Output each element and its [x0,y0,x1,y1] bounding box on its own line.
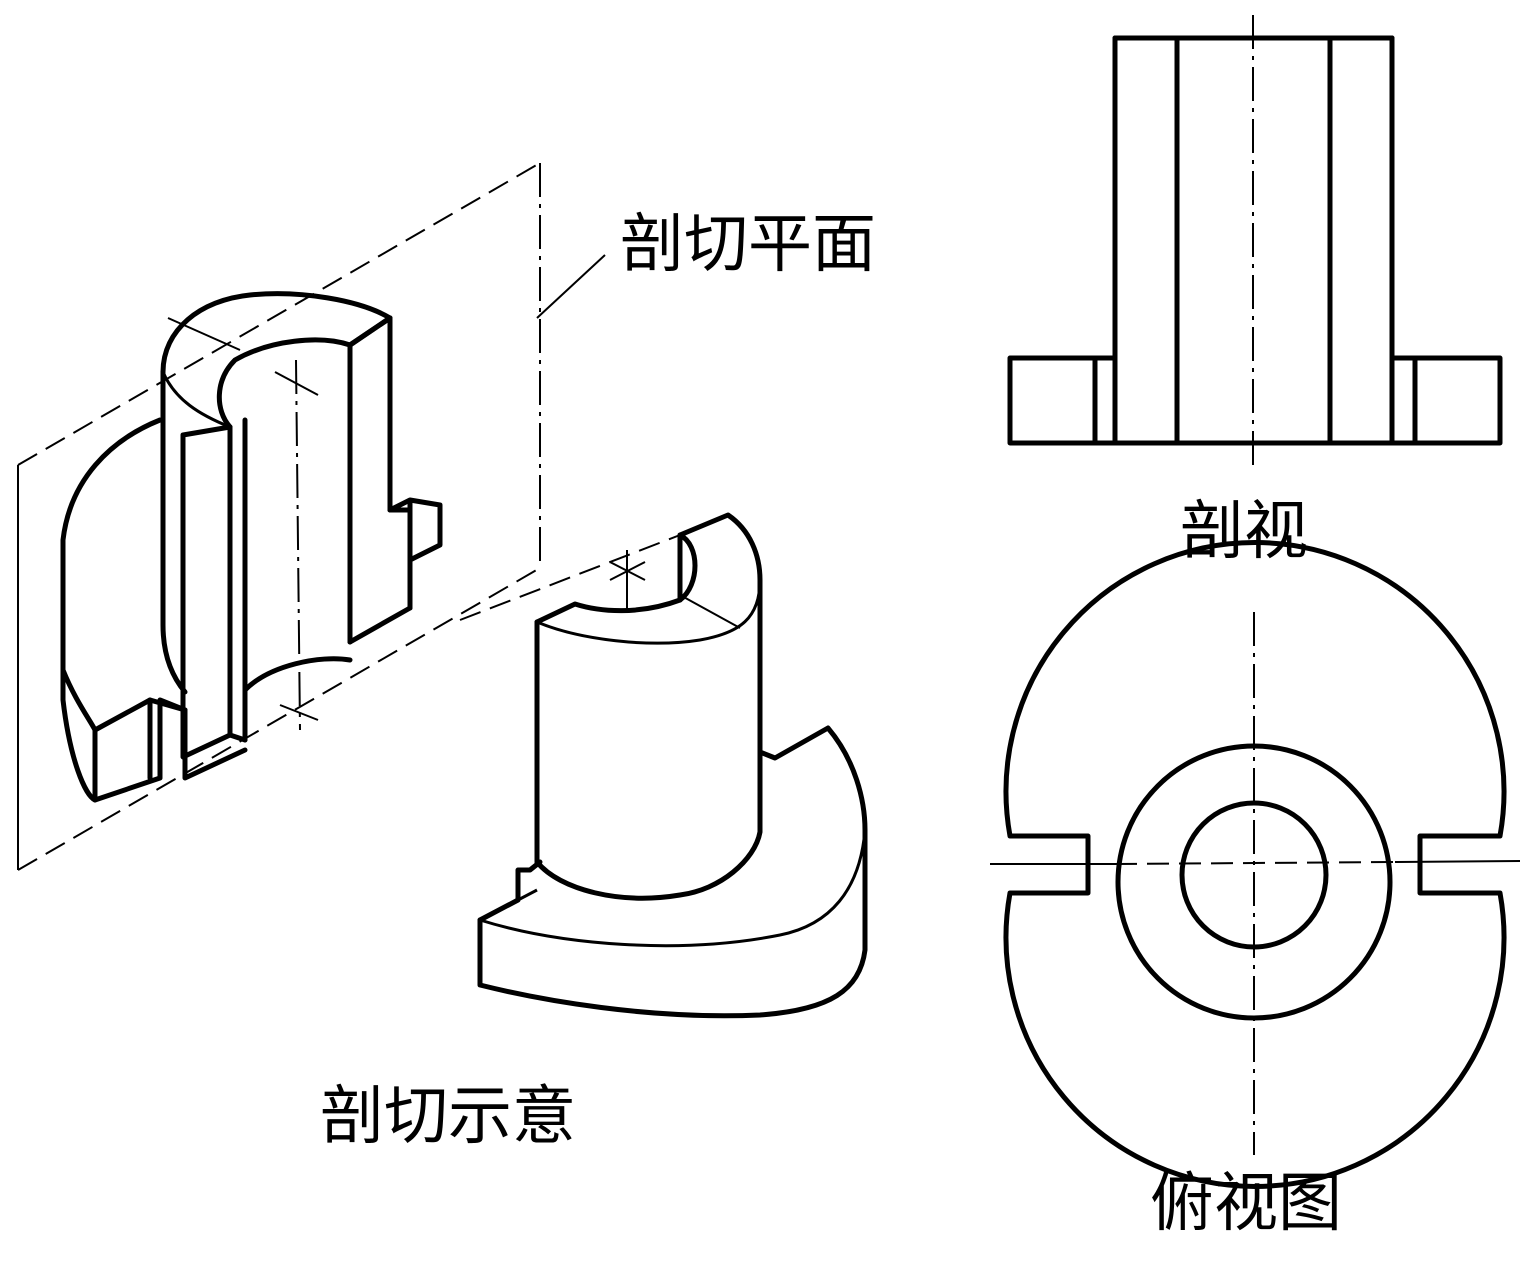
cutting-plane [17,162,541,871]
top-view [990,540,1521,1189]
label-cutting-plane: 剖切平面 [620,208,876,282]
section-view [1007,15,1503,465]
leader-line [536,254,606,319]
label-section-view: 剖视 [1180,495,1308,569]
label-cutting-illustration: 剖切示意 [320,1080,576,1154]
sectioned-part-isometric [60,291,443,803]
section-hatch-left [1112,35,1180,446]
label-top-view: 俯视图 [1150,1167,1342,1241]
section-hatch-right [1327,35,1395,446]
cut-part-isometric [459,512,868,1019]
